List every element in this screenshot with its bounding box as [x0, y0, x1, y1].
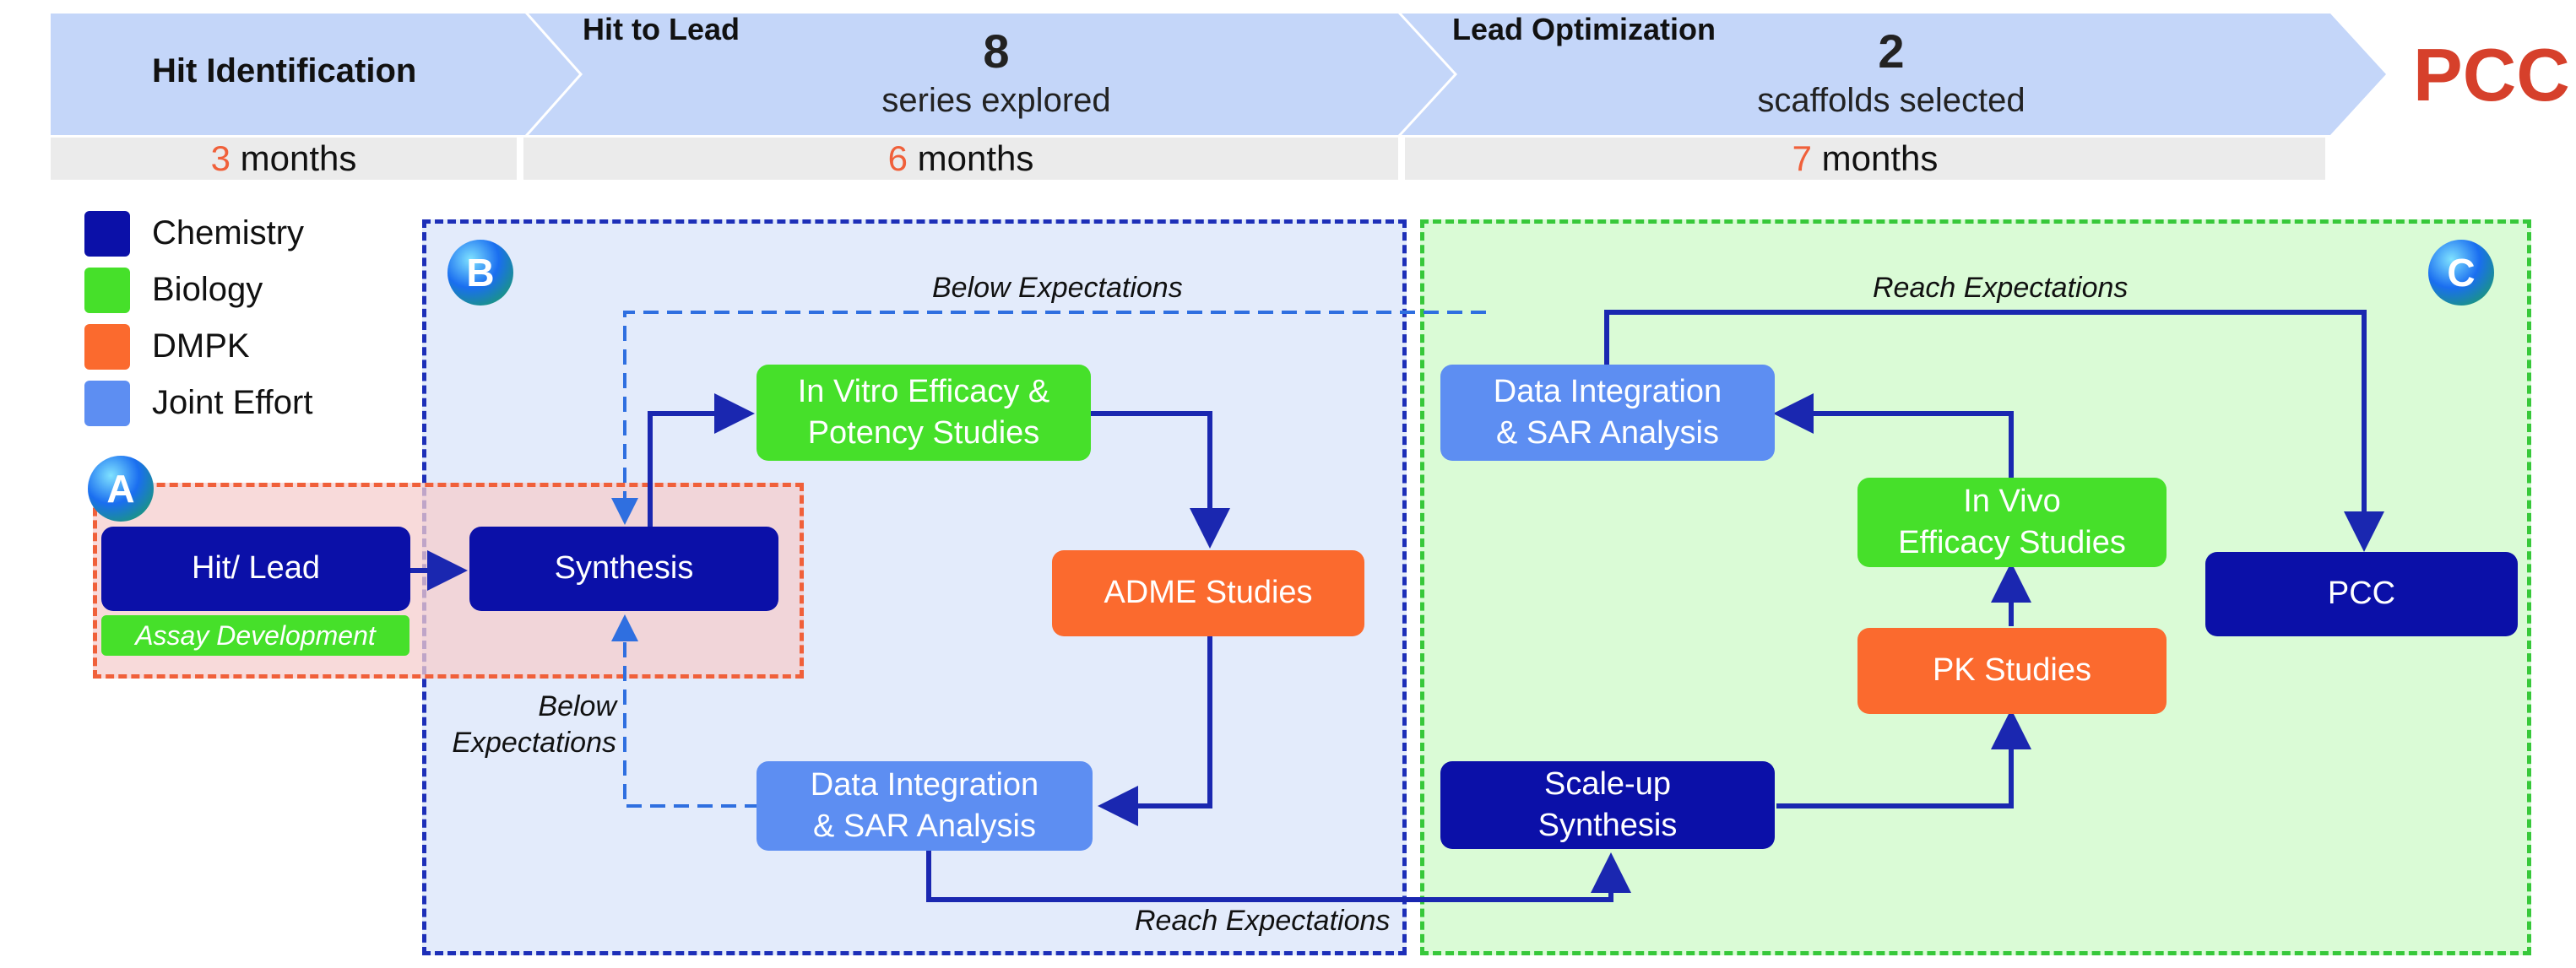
- duration-bar-lead-optimization: [1405, 138, 2325, 180]
- node-data-integration-c: Data Integration & SAR Analysis: [1440, 365, 1775, 461]
- connector-scale-up-to-pk: [1776, 709, 2031, 808]
- stage-title-hit-to-lead: Hit to Lead: [583, 12, 740, 46]
- duration-bar-hit-identification: [51, 138, 517, 180]
- stage-arrow-hit-to-lead: [529, 14, 1454, 135]
- connector-adme-to-data-integration: [1098, 636, 1212, 826]
- legend-label: Joint Effort: [152, 384, 313, 421]
- node-synthesis: Synthesis: [469, 527, 778, 611]
- node-label: In Vivo Efficacy Studies: [1898, 483, 2126, 560]
- legend-swatch: [84, 324, 130, 370]
- duration-hit-identification: 3 months: [51, 138, 517, 180]
- node-label: PCC: [2327, 576, 2396, 612]
- duration-unit: months: [240, 138, 357, 178]
- node-data-integration-b: Data Integration & SAR Analysis: [757, 761, 1093, 851]
- node-assay-development: Assay Development: [101, 615, 409, 656]
- legend-label: DMPK: [152, 327, 250, 365]
- label-below-expectations-top: Below Expectations: [932, 272, 1183, 304]
- node-pk-studies: PK Studies: [1857, 628, 2167, 714]
- duration-unit: months: [917, 138, 1034, 178]
- legend-label: Biology: [152, 271, 263, 308]
- stage-banner: [51, 14, 2386, 180]
- duration-number: 3: [210, 138, 230, 178]
- node-label: Hit/ Lead: [191, 550, 321, 587]
- node-label: In Vitro Efficacy & Potency Studies: [797, 373, 1050, 451]
- node-adme-studies: ADME Studies: [1052, 550, 1364, 636]
- stage-arrow-lead-optimization: [1402, 14, 2386, 135]
- duration-number: 6: [887, 138, 908, 178]
- legend-swatch: [84, 381, 130, 426]
- stage-arrow-hit-identification: [51, 14, 579, 135]
- node-scale-up-synthesis: Scale-up Synthesis: [1440, 761, 1775, 849]
- series-count-label: series explored: [881, 82, 1111, 119]
- connector-reach-expectations-top: [1604, 310, 2384, 552]
- stage-title-lead-optimization: Lead Optimization: [1452, 12, 1716, 46]
- node-in-vitro-efficacy: In Vitro Efficacy & Potency Studies: [757, 365, 1091, 461]
- legend-swatch: [84, 211, 130, 257]
- scaffold-count: 2: [1878, 24, 1905, 78]
- label-below-expectations-left: Below Expectations: [452, 690, 616, 759]
- zone-badge-a: A: [88, 456, 154, 522]
- stage-count-lead-optimization: 2 scaffolds selected: [1655, 24, 2128, 120]
- connector-in-vitro-to-adme: [1091, 411, 1230, 549]
- node-label: Data Integration & SAR Analysis: [1493, 373, 1722, 451]
- connector-in-vivo-to-data-integration: [1773, 393, 2014, 478]
- duration-lead-optimization: 7 months: [1405, 138, 2325, 180]
- label-reach-expectations-bottom: Reach Expectations: [1135, 905, 1391, 937]
- connector-reach-expectations-bottom: [926, 851, 1631, 902]
- stage-title-hit-identification: Hit Identification: [152, 52, 417, 89]
- connector-synthesis-to-in-vitro: [648, 393, 755, 527]
- legend-label: Chemistry: [152, 214, 305, 251]
- duration-unit: months: [1821, 138, 1939, 178]
- node-hit-lead: Hit/ Lead: [101, 527, 410, 611]
- connector-below-expectations-left: [611, 614, 760, 808]
- duration-number: 7: [1792, 138, 1812, 178]
- label-reach-expectations-top: Reach Expectations: [1873, 272, 2129, 304]
- scaffold-count-label: scaffolds selected: [1757, 82, 2026, 119]
- node-label: Synthesis: [554, 550, 694, 587]
- series-count: 8: [983, 24, 1010, 78]
- node-pcc: PCC: [2205, 552, 2518, 636]
- zone-badge-c: C: [2428, 240, 2494, 306]
- stage-count-hit-to-lead: 8 series explored: [760, 24, 1233, 120]
- zone-badge-b: B: [447, 240, 513, 306]
- stage-end-pcc: PCC: [2413, 33, 2570, 116]
- node-label: ADME Studies: [1104, 575, 1313, 611]
- node-label: Scale-up Synthesis: [1537, 765, 1678, 843]
- duration-hit-to-lead: 6 months: [523, 138, 1398, 180]
- legend-swatch: [84, 268, 130, 313]
- node-label: PK Studies: [1933, 652, 2091, 689]
- node-label: Data Integration & SAR Analysis: [810, 766, 1039, 844]
- duration-bar-hit-to-lead: [523, 138, 1398, 180]
- connector-below-expectations-top: [611, 311, 1486, 525]
- node-in-vivo-efficacy: In Vivo Efficacy Studies: [1857, 478, 2167, 567]
